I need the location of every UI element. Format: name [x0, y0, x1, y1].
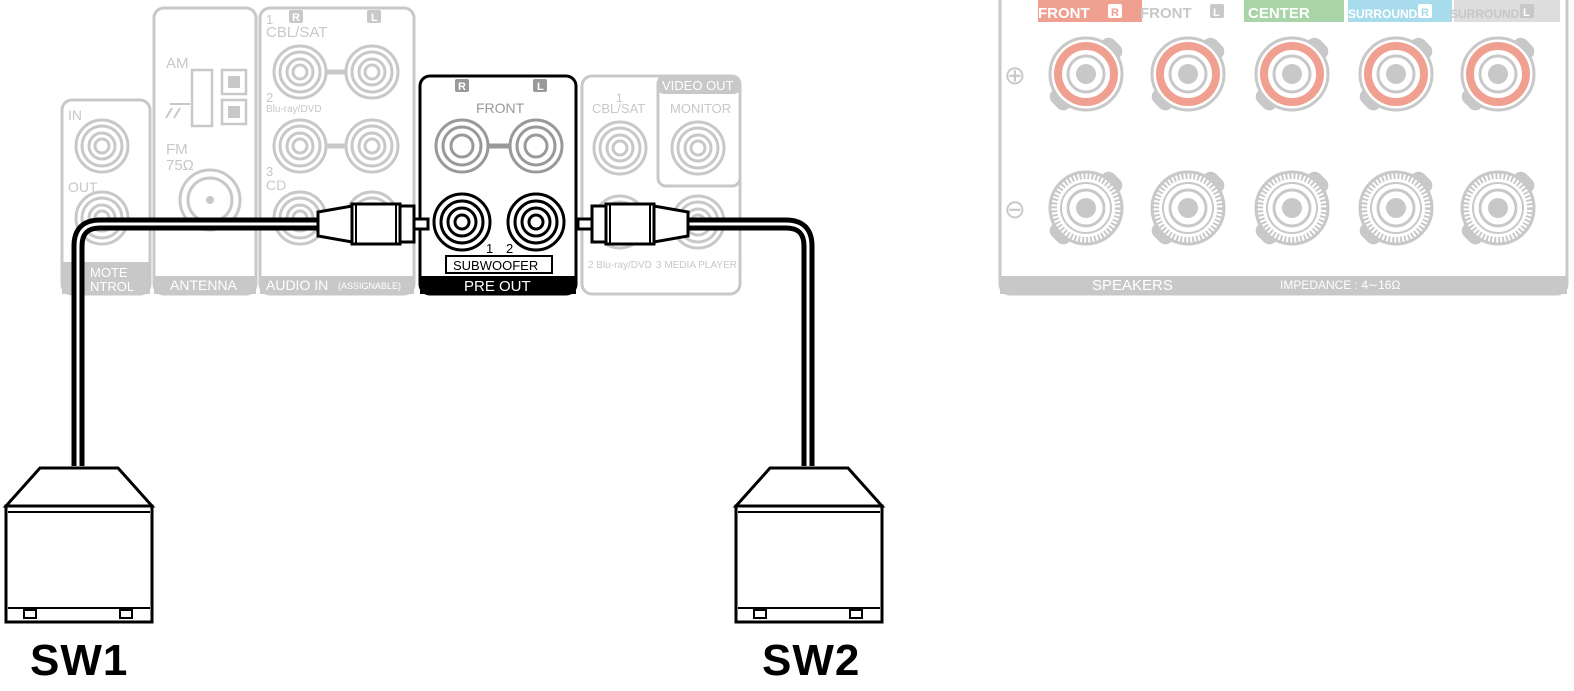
rca-plug-sw1 — [316, 202, 430, 246]
subwoofer-1-num: 1 — [486, 241, 493, 256]
speaker-side-badge — [1210, 4, 1224, 18]
audio-in1-num: 1 — [266, 12, 273, 27]
video-section: VIDEO OUT MONITOR 1 CBL/SAT 2 Blu-ray/DV… — [580, 74, 742, 296]
audio-in-footer-note: (ASSIGNABLE) — [338, 281, 401, 291]
remote-in-label: IN — [68, 107, 82, 123]
video-in1-jack — [592, 120, 648, 176]
pre-out-front-r-jack — [434, 118, 490, 174]
audio-in-l-label: L — [371, 12, 378, 24]
speaker-side-letter: L — [1523, 7, 1530, 19]
pre-out-r-label: R — [458, 81, 466, 93]
fm-ohm-label: 75Ω — [166, 157, 194, 174]
audio-in-r-label: R — [292, 12, 300, 24]
speaker-channel-label: FRONT — [1140, 5, 1192, 22]
video-in3-label: 3 MEDIA PLAYER — [656, 260, 737, 271]
audio-in2-l-jack — [344, 118, 400, 174]
pre-out-front-l-jack — [508, 118, 564, 174]
subwoofer-1-jack — [432, 192, 492, 252]
minus-symbol: ⊖ — [1004, 194, 1026, 224]
remote-out-label: OUT — [68, 179, 98, 195]
pre-out-l-label: L — [537, 81, 544, 93]
sw2-label: SW2 — [762, 636, 861, 685]
speaker-channel-label: SURROUND — [1450, 7, 1520, 21]
sw1-label: SW1 — [30, 636, 129, 685]
audio-in2-num: 2 — [266, 90, 273, 105]
audio-in-footer: AUDIO IN — [266, 277, 328, 293]
audio-in1-l-jack — [344, 44, 400, 100]
antenna-section: AM FM 75Ω ANTENNA — [152, 6, 258, 296]
plus-symbol: ⊕ — [1004, 60, 1026, 90]
audio-in-section: R L 1 CBL/SAT 2 Blu-ray/DVD 3 CD AUDIO I… — [258, 6, 416, 296]
subwoofer-label: SUBWOOFER — [453, 258, 538, 273]
rca-plug-sw2 — [576, 202, 690, 246]
remote-in-jack — [74, 118, 130, 174]
video-in2-label: 2 Blu-ray/DVD — [588, 260, 652, 271]
speaker-channel-label: FRONT — [1038, 5, 1090, 22]
subwoofer-2-jack — [506, 192, 566, 252]
pre-out-front-label: FRONT — [476, 100, 525, 116]
subwoofer-sw2-box — [732, 466, 886, 624]
audio-in1-label: CBL/SAT — [266, 24, 327, 41]
remote-footer-line2: NTROL — [90, 279, 134, 294]
fm-label: FM — [166, 141, 188, 158]
video-in1-num: 1 — [616, 91, 623, 105]
impedance-label: IMPEDANCE : 4∼16Ω — [1280, 278, 1400, 292]
cable-sw1 — [71, 202, 430, 466]
am-terminal — [165, 68, 248, 128]
audio-in2-label: Blu-ray/DVD — [266, 104, 322, 115]
audio-in3-num: 3 — [266, 164, 273, 179]
speaker-channel-label: SURROUND — [1348, 7, 1418, 21]
speaker-side-letter: L — [1213, 7, 1220, 19]
cable-sw2 — [576, 202, 815, 466]
audio-in2-r-jack — [272, 118, 328, 174]
video-in1-label: CBL/SAT — [592, 101, 645, 116]
monitor-jack — [670, 120, 726, 176]
video-out-label: VIDEO OUT — [662, 78, 734, 93]
remote-footer-line1: MOTE — [90, 265, 128, 280]
antenna-footer: ANTENNA — [170, 277, 238, 293]
speaker-side-letter: R — [1111, 7, 1119, 19]
speaker-side-badge — [1520, 4, 1534, 18]
speaker-side-letter: R — [1421, 7, 1429, 19]
speaker-side-badge — [1418, 4, 1432, 18]
audio-in1-r-jack — [272, 44, 328, 100]
subwoofer-2-num: 2 — [506, 241, 513, 256]
am-label: AM — [166, 55, 189, 72]
pre-out-footer: PRE OUT — [464, 278, 531, 295]
speakers-footer: SPEAKERS — [1092, 277, 1173, 294]
speaker-side-badge — [1108, 4, 1122, 18]
audio-in3-label: CD — [266, 177, 286, 193]
monitor-label: MONITOR — [670, 101, 731, 116]
pre-out-section: R L FRONT 1 2 SUBWOOFER PRE OUT — [418, 74, 578, 296]
subwoofer-sw1-box — [2, 466, 156, 624]
speaker-channel-label: CENTER — [1248, 5, 1310, 22]
